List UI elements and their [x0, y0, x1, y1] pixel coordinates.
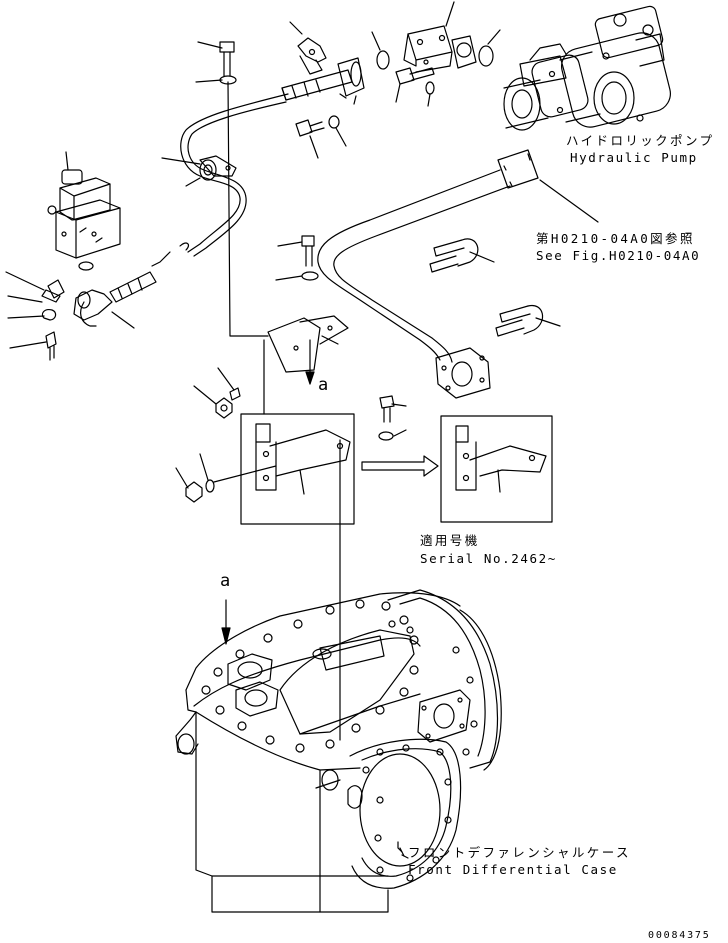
bracket-mid: [236, 236, 348, 404]
front-diff-label-jp: フロントデファレンシャルケース: [408, 845, 631, 860]
solenoid-valve: [48, 152, 120, 270]
pilot-line: [152, 94, 288, 266]
variant-arrow: [362, 456, 438, 476]
hose-fittings: [430, 239, 560, 336]
outlet-block: [372, 2, 500, 72]
detail-view-a: [214, 414, 354, 524]
pipe-flange-top: [282, 22, 364, 104]
front-diff-label-en: Front Differential Case: [408, 862, 618, 877]
drawing-number: 00084375: [648, 930, 711, 941]
detail-view-variant: [441, 416, 552, 522]
case-bolts: [202, 600, 418, 752]
hydraulic-pump-label-en: Hydraulic Pump: [570, 150, 698, 165]
hydraulic-pump-label-jp: ハイドロリックポンプ: [566, 133, 715, 148]
serial-label-en: Serial No.2462~: [420, 551, 557, 566]
view-a-marker-top: a: [318, 375, 329, 395]
line-clamp: [162, 156, 236, 186]
nut-washer-mid: [176, 368, 406, 502]
leader-lines: [222, 82, 340, 740]
front-differential-case: [176, 590, 501, 912]
see-fig-label-jp: 第H0210-04A0図参照: [536, 231, 695, 246]
main-pipe: [318, 150, 598, 398]
serial-label-jp: 適用号機: [420, 533, 480, 548]
callout-leaders: [398, 842, 408, 858]
see-fig-label-en: See Fig.H0210-04A0: [536, 248, 701, 263]
hydraulic-pump: [504, 5, 674, 131]
view-a-marker-bottom: a: [220, 571, 231, 591]
hose-left: [6, 272, 156, 360]
bolts-top: [196, 42, 434, 158]
